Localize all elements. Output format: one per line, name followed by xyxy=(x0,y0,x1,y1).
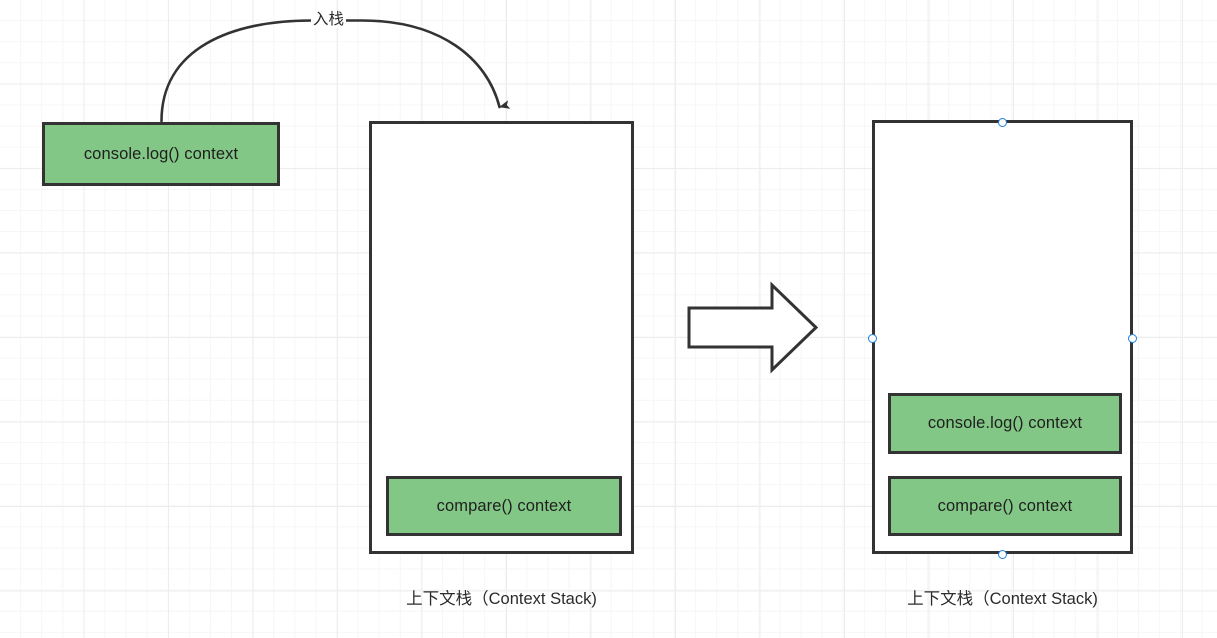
handle-middle-right[interactable] xyxy=(1127,333,1137,343)
stack-after-frame-compare-label: compare() context xyxy=(937,496,1073,515)
stack-before-frame-compare-label: compare() context xyxy=(436,496,572,515)
handle-bottom-center[interactable] xyxy=(997,549,1007,559)
handle-top-center[interactable] xyxy=(997,117,1007,127)
block-arrow-right-icon xyxy=(687,281,819,374)
curved-push-arrow-icon xyxy=(160,19,511,123)
push-arrow-label: 入栈 xyxy=(311,11,347,29)
stack-after-frame-compare[interactable]: compare() context xyxy=(888,476,1122,536)
stack-after-frame-consolelog-label: console.log() context xyxy=(927,414,1083,432)
handle-middle-left[interactable] xyxy=(867,333,877,343)
pending-context-label: console.log() context xyxy=(83,144,239,163)
stack-after-frame-consolelog[interactable]: console.log() context xyxy=(888,393,1122,454)
stack-before-caption: 上下文栈（Context Stack) xyxy=(406,590,597,608)
pending-context-box[interactable]: console.log() context xyxy=(42,122,280,186)
stack-after-caption: 上下文栈（Context Stack) xyxy=(907,590,1098,608)
stack-before-frame-compare[interactable]: compare() context xyxy=(386,476,622,536)
